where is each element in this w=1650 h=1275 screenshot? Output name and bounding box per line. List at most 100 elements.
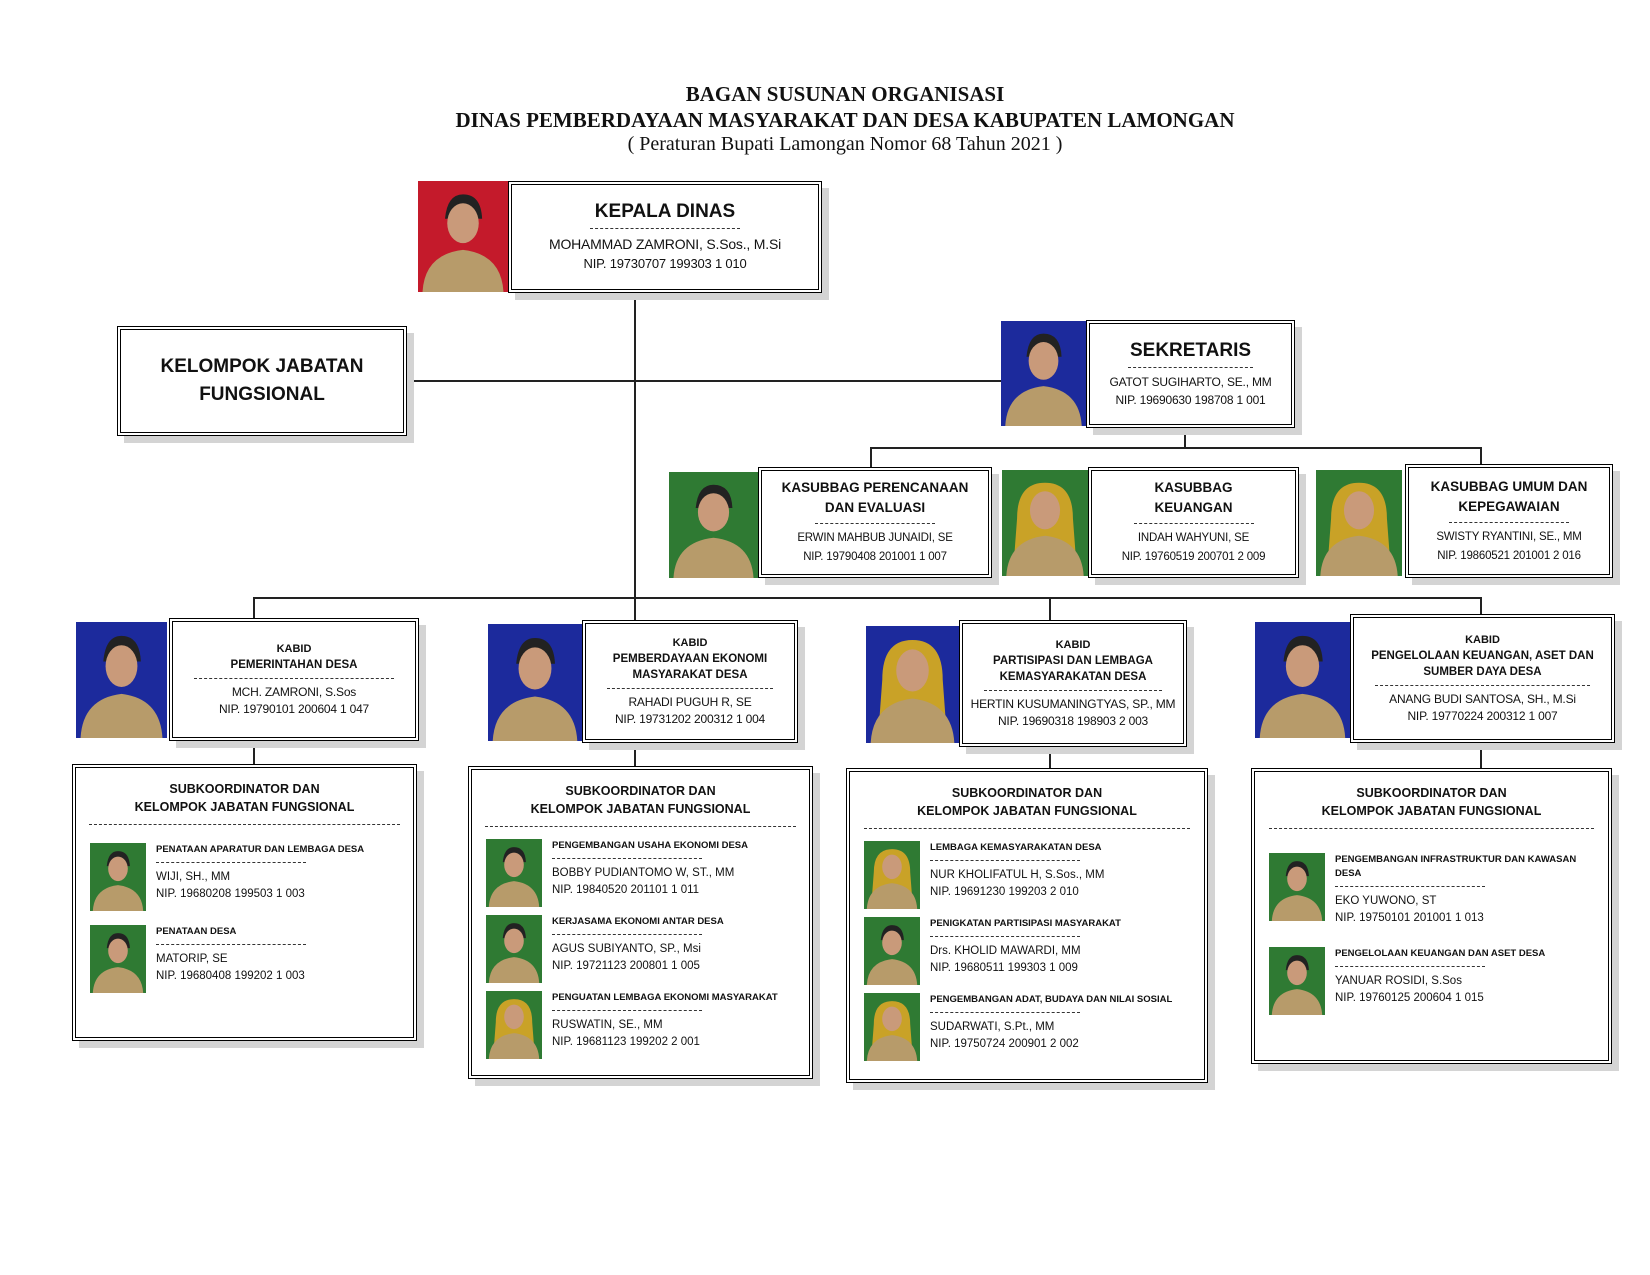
portrait-photo <box>1002 470 1088 576</box>
portrait-photo <box>486 839 542 907</box>
list-item-text: LEMBAGA KEMASYARAKATAN DESA NUR KHOLIFATU… <box>930 841 1104 901</box>
connector-division <box>1480 597 1482 614</box>
unit-name: LEMBAGA KEMASYARAKATAN DESA <box>930 842 1102 853</box>
separator-line <box>864 828 1190 829</box>
list-item[interactable]: LEMBAGA KEMASYARAKATAN DESA NUR KHOLIFATU… <box>864 841 1190 909</box>
separator-line <box>607 688 773 689</box>
portrait-photo <box>1269 947 1325 1015</box>
separator-line <box>89 824 400 825</box>
portrait-photo <box>90 925 146 993</box>
subsection-name: ERWIN MAHBUB JUNAIDI, SE <box>797 532 953 544</box>
list-item-text: PENGELOLAAN KEUANGAN DAN ASET DESA YANUAR… <box>1335 947 1545 1007</box>
division-name: ANANG BUDI SANTOSA, SH., M.Si <box>1389 692 1576 706</box>
separator-line <box>1133 523 1254 524</box>
separator-line <box>1375 685 1590 686</box>
connector-subcoordinator <box>634 743 636 766</box>
connector-subcoordinator <box>1049 747 1051 768</box>
subsection-name: SWISTY RYANTINI, SE., MM <box>1436 530 1582 543</box>
separator-line <box>1335 886 1485 887</box>
head-box[interactable]: KEPALA DINAS MOHAMMAD ZAMRONI, S.Sos., M.… <box>508 181 822 293</box>
list-item[interactable]: PENGEMBANGAN INFRASTRUKTUR DAN KAWASAN D… <box>1269 853 1594 927</box>
person-name: YANUAR ROSIDI, S.Sos <box>1335 975 1462 987</box>
secretary-nip: NIP. 19690630 198708 1 001 <box>1115 392 1266 407</box>
division-nip: NIP. 19770224 200312 1 007 <box>1407 709 1558 723</box>
person-nip: NIP. 19840520 201101 1 011 <box>552 884 700 896</box>
person-name: WIJI, SH., MM <box>156 871 231 883</box>
person-name: RUSWATIN, SE., MM <box>552 1019 663 1031</box>
separator-line <box>552 934 702 935</box>
subsection-role: KASUBBAG <box>1154 480 1233 495</box>
head-name: MOHAMMAD ZAMRONI, S.Sos., M.Si <box>548 235 781 252</box>
unit-name: PENGEMBANGAN ADAT, BUDAYA DAN NILAI SOSI… <box>930 994 1173 1005</box>
head-role: KEPALA DINAS <box>594 200 736 222</box>
subcoordinator-title-line: KELOMPOK JABATAN FUNGSIONAL <box>530 802 751 816</box>
portrait-photo <box>76 622 167 738</box>
subsection-nip: NIP. 19860521 201001 2 016 <box>1437 549 1581 562</box>
person-nip: NIP. 19760125 200604 1 015 <box>1335 992 1484 1004</box>
person-name: AGUS SUBIYANTO, SP., Msi <box>552 943 701 955</box>
head-nip: NIP. 19730707 199303 1 010 <box>583 255 747 271</box>
division-nip: NIP. 19731202 200312 1 004 <box>614 712 766 726</box>
separator-line <box>156 862 306 863</box>
connector-division <box>1049 597 1051 620</box>
list-item[interactable]: KERJASAMA EKONOMI ANTAR DESA AGUS SUBIYAN… <box>486 915 795 983</box>
portrait-photo <box>864 993 920 1061</box>
division-role: PARTISIPASI DAN LEMBAGA KEMASYARAKATAN D… <box>993 655 1153 683</box>
division-nip: NIP. 19690318 198903 2 003 <box>997 714 1149 728</box>
unit-name: KERJASAMA EKONOMI ANTAR DESA <box>552 916 724 927</box>
connector-division <box>634 597 636 620</box>
separator-line <box>485 826 796 827</box>
portrait-photo <box>1316 470 1402 576</box>
division-role: PENGELOLAAN KEUANGAN, ASET DAN SUMBER DA… <box>1371 650 1594 678</box>
connector-secretary-down <box>1184 428 1186 448</box>
person-name: SUDARWATI, S.Pt., MM <box>930 1021 1055 1033</box>
subsection-role: KASUBBAG UMUM DAN <box>1430 478 1588 494</box>
unit-name: PENATAAN DESA <box>156 926 237 937</box>
person-name: MATORIP, SE <box>156 953 228 965</box>
division-name: HERTIN KUSUMANINGTYAS, SP., MM <box>970 697 1176 711</box>
division-box[interactable]: KABID PENGELOLAAN KEUANGAN, ASET DAN SUMB… <box>1350 614 1615 743</box>
separator-line <box>590 227 740 229</box>
subcoordinator-box[interactable]: SUBKOORDINATOR DAN KELOMPOK JABATAN FUNGS… <box>1251 768 1612 1064</box>
division-prefix: KABID <box>1465 634 1500 646</box>
secretary-role: SEKRETARIS <box>1129 339 1252 361</box>
unit-name: PENGELOLAAN KEUANGAN DAN ASET DESA <box>1335 948 1546 959</box>
person-name: NUR KHOLIFATUL H, S.Sos., MM <box>930 869 1105 881</box>
separator-line <box>194 678 394 679</box>
list-item[interactable]: PENGEMBANGAN ADAT, BUDAYA DAN NILAI SOSI… <box>864 993 1190 1061</box>
subcoordinator-title-line: SUBKOORDINATOR DAN <box>1356 786 1507 800</box>
chart-title: BAGAN SUSUNAN ORGANISASI <box>685 82 1005 106</box>
portrait-photo <box>1001 321 1086 426</box>
list-item[interactable]: PENGELOLAAN KEUANGAN DAN ASET DESA YANUAR… <box>1269 947 1594 1015</box>
connector-functional-secretary <box>407 380 1001 382</box>
separator-line <box>930 936 1080 937</box>
subcoordinator-title-line: KELOMPOK JABATAN FUNGSIONAL <box>1321 804 1542 818</box>
separator-line <box>930 860 1080 861</box>
person-nip: NIP. 19691230 199203 2 010 <box>930 886 1079 898</box>
person-nip: NIP. 19750724 200901 2 002 <box>930 1038 1079 1050</box>
portrait-photo <box>864 917 920 985</box>
person-name: EKO YUWONO, ST <box>1335 895 1437 907</box>
portrait-photo <box>1255 622 1350 738</box>
subsection-nip: NIP. 19760519 200701 2 009 <box>1121 551 1266 563</box>
connector-subcoordinator <box>1480 743 1482 768</box>
